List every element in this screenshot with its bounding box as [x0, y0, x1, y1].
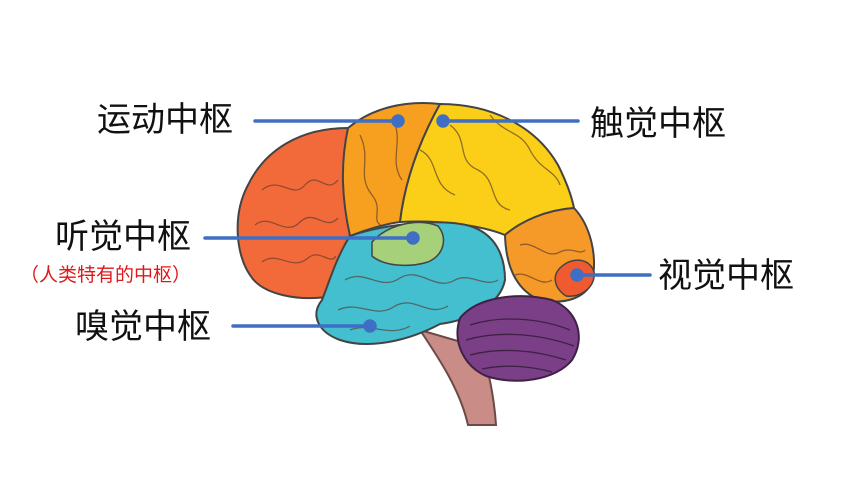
leader-lines: [203, 114, 652, 333]
smell-center-label: 嗅觉中枢: [75, 307, 211, 347]
cerebellum-texture: [465, 318, 575, 373]
leader-dot-vision: [570, 268, 584, 282]
motor-center-label: 运动中枢: [97, 100, 233, 140]
touch-center-label: 触觉中枢: [590, 104, 726, 144]
gyri-texture: [254, 114, 586, 332]
leader-dot-hearing: [406, 231, 420, 245]
cerebellum: [456, 295, 580, 382]
hearing-center-label: 听觉中枢: [55, 217, 191, 257]
leader-dot-smell: [363, 319, 377, 333]
leader-dot-motor: [391, 114, 405, 128]
hearing-center-note: （人类特有的中枢）: [20, 264, 192, 286]
leader-dot-touch: [436, 114, 450, 128]
vision-center-label: 视觉中枢: [658, 256, 794, 296]
auditory-center-region: [371, 221, 445, 267]
temporal-smell-region: [315, 221, 507, 346]
